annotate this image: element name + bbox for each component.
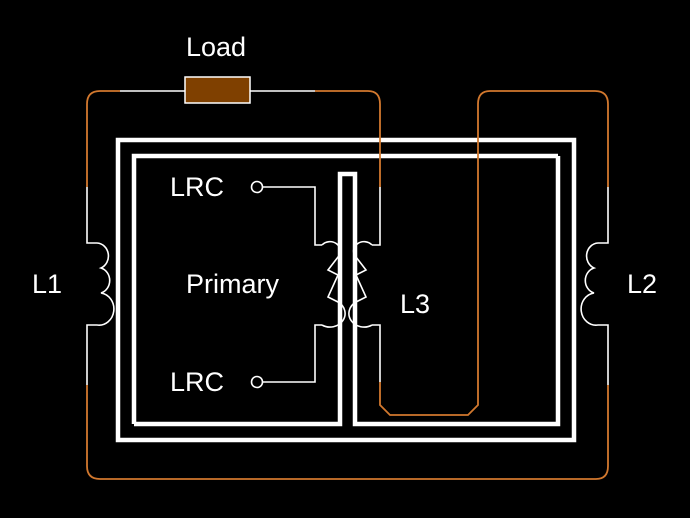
l2-label: L2 (627, 269, 657, 299)
inductor-l2 (580, 187, 609, 385)
l1-label: L1 (32, 269, 62, 299)
primary-lead-bottom (263, 324, 322, 383)
inductor-l3 (348, 90, 609, 416)
primary-label: Primary (186, 269, 279, 299)
l3-label: L3 (400, 289, 430, 319)
l3-lead-bottom (372, 324, 381, 382)
lrc-bottom-label: LRC (170, 367, 224, 397)
lrc-bottom-terminal[interactable] (250, 375, 264, 389)
l3-coil (348, 240, 373, 328)
core-outer-frame (115, 137, 577, 443)
l1-coil (86, 187, 115, 385)
primary-coil (321, 240, 346, 328)
load-loop-wire-orange (86, 90, 120, 187)
core-left-window (131, 153, 561, 427)
lrc-top-label: LRC (170, 172, 224, 202)
lrc-top-terminal[interactable] (250, 180, 264, 194)
load-resistor[interactable] (184, 76, 251, 104)
load-loop-wire-orange-right (315, 90, 381, 187)
l2-coil (580, 187, 609, 385)
load-loop-bottom-orange (86, 385, 609, 480)
l3-loop-orange (379, 90, 609, 416)
primary-winding (250, 180, 346, 389)
transformer-core (115, 137, 577, 443)
primary-lead-top (263, 186, 322, 246)
l3-lead-top (372, 187, 381, 246)
inductor-l1 (86, 187, 115, 385)
load-label: Load (186, 32, 246, 62)
load-circuit (86, 76, 609, 480)
